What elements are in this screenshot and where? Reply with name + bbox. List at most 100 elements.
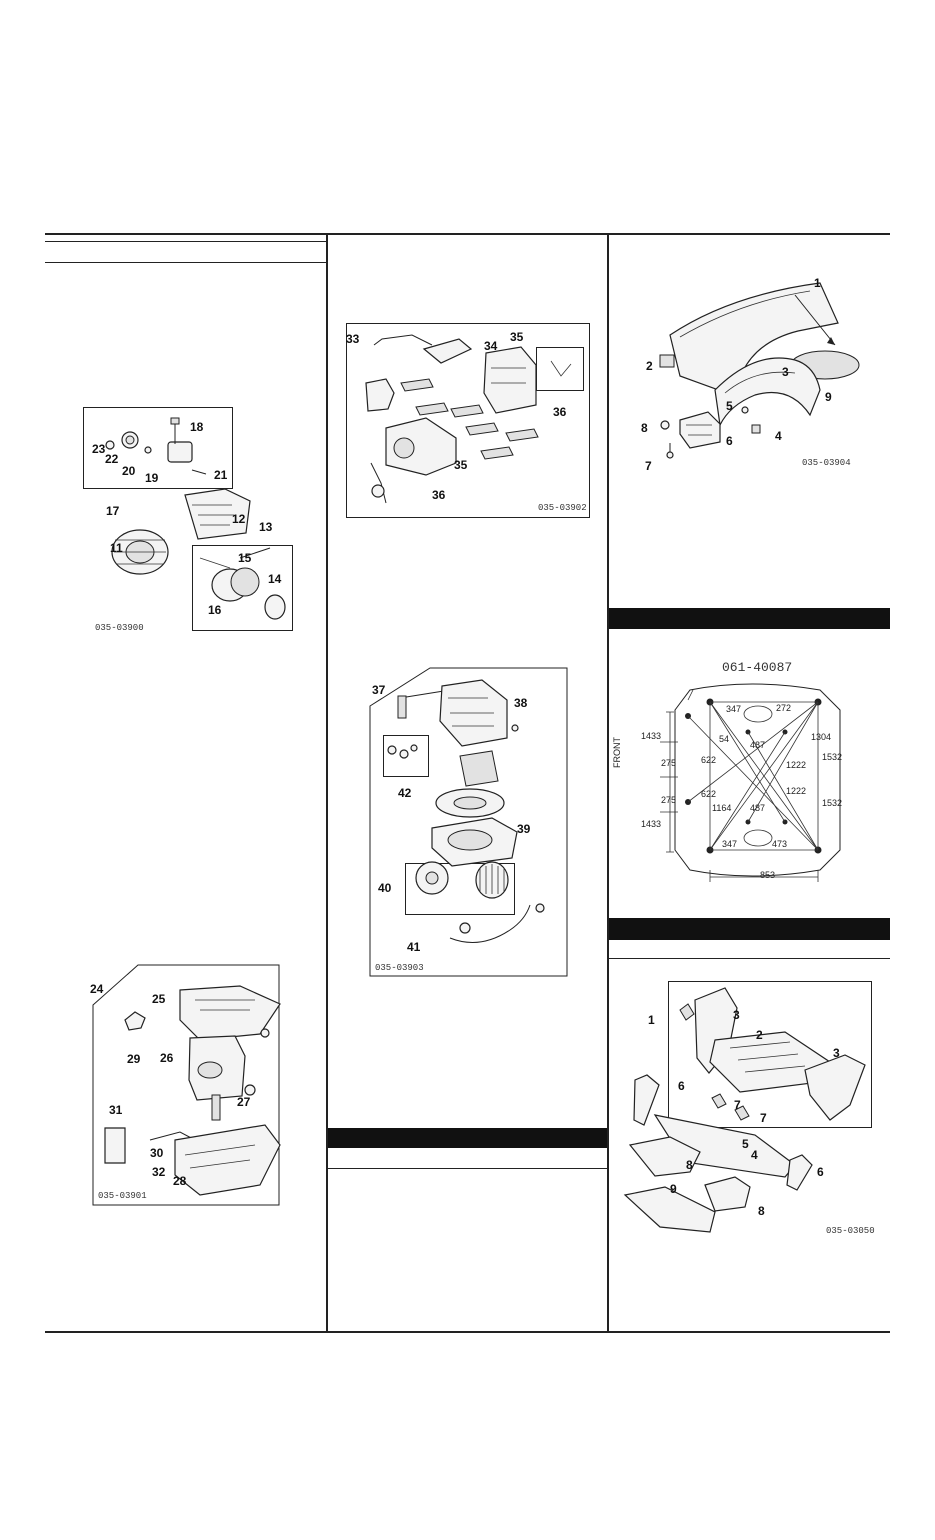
diagram-code: 035-03900 [95,623,144,633]
label-18: 18 [190,420,204,434]
label-32: 32 [152,1165,166,1179]
top-rule [45,233,890,235]
col3-section-bar-2 [609,918,890,940]
label-30: 30 [150,1146,164,1160]
label-2: 2 [756,1028,763,1042]
col2-section-bar [328,1128,607,1148]
dim-1304: 1304 [811,732,832,742]
label-1: 1 [648,1013,655,1027]
label-4: 4 [751,1148,758,1162]
label-5: 5 [742,1137,749,1151]
diagram-code: 035-03901 [98,1191,147,1201]
alternator-drawing [105,417,286,620]
label-16: 16 [208,603,222,617]
label-7a: 7 [734,1098,741,1112]
label-2: 2 [646,359,653,373]
front-frame-drawing [623,987,866,1233]
diagram-code: 035-03902 [538,503,587,513]
label-40: 40 [378,881,392,895]
label-22: 22 [105,452,119,466]
dim-1433-top: 1433 [641,731,662,741]
heater-frame [92,964,280,1206]
dim-1532-bottom: 1532 [822,798,843,808]
dim-487-top: 487 [750,740,766,750]
dim-487-bottom: 487 [750,803,766,813]
label-39: 39 [517,822,531,836]
dim-622-bottom: 622 [701,789,717,799]
dim-347-bottom: 347 [722,839,738,849]
diagram-code: 035-03050 [826,1226,875,1236]
dim-1532-top: 1532 [822,752,843,762]
front-label: FRONT [612,737,622,768]
label-42: 42 [398,786,412,800]
label-34: 34 [484,339,498,353]
dim-1164: 1164 [712,803,732,813]
label-20: 20 [122,464,136,478]
label-37: 37 [372,683,386,697]
ac-drawing [365,334,572,504]
label-11: 11 [110,541,123,555]
label-8: 8 [641,421,648,435]
label-9: 9 [825,390,832,404]
dim-1433-bottom: 1433 [641,819,662,829]
label-5: 5 [726,399,733,413]
column-divider-1 [326,233,328,1333]
col3-section-bar-1 [609,608,890,629]
label-8b: 8 [758,1204,765,1218]
label-26: 26 [160,1051,174,1065]
heater-drawing [104,985,281,1196]
label-24: 24 [90,982,104,996]
label-3: 3 [782,365,789,379]
label-6b: 6 [817,1165,824,1179]
label-36b: 36 [432,488,446,502]
dim-1222-top: 1222 [786,760,807,770]
label-33: 33 [346,332,360,346]
label-9: 9 [670,1182,677,1196]
label-13: 13 [259,520,273,534]
dim-473: 473 [772,839,788,849]
dim-54: 54 [719,734,730,744]
label-35: 35 [510,330,524,344]
label-7: 7 [645,459,652,473]
label-7b: 7 [760,1111,767,1125]
blower-drawing [387,679,545,943]
ac-subframe [536,347,584,391]
label-17: 17 [106,504,120,518]
label-6: 6 [726,434,733,448]
label-31: 31 [109,1103,123,1117]
col3-section-rule [609,958,890,959]
label-28: 28 [173,1174,187,1188]
bottom-rule [45,1331,890,1333]
label-35b: 35 [454,458,468,472]
label-8: 8 [686,1158,693,1172]
dim-622-top: 622 [701,755,717,765]
label-6: 6 [678,1079,685,1093]
blower-frame [369,667,568,977]
label-3b: 3 [833,1046,840,1060]
label-25: 25 [152,992,166,1006]
label-4: 4 [775,429,782,443]
label-27: 27 [237,1095,251,1109]
col2-section-rule [328,1168,607,1169]
dim-853: 853 [760,870,776,880]
label-21: 21 [214,468,228,482]
col1-header-rule-a [45,241,326,242]
frame-dimension-drawing [660,683,841,882]
diagram-code: 035-03903 [375,963,424,973]
dim-275-top: 275 [661,758,677,768]
label-19: 19 [145,471,159,485]
dim-272: 272 [776,703,792,713]
label-36: 36 [553,405,567,419]
dim-1222-bottom: 1222 [786,786,807,796]
label-29: 29 [127,1052,141,1066]
fender-drawing [659,282,860,459]
label-41: 41 [407,940,421,954]
dim-275-bottom: 275 [661,795,677,805]
label-23: 23 [92,442,106,456]
column-divider-2 [607,233,609,1333]
dim-347-top: 347 [726,704,742,714]
label-14: 14 [268,572,282,586]
diagram-code: 061-40087 [722,660,793,675]
label-12: 12 [232,512,246,526]
label-15: 15 [238,551,252,565]
